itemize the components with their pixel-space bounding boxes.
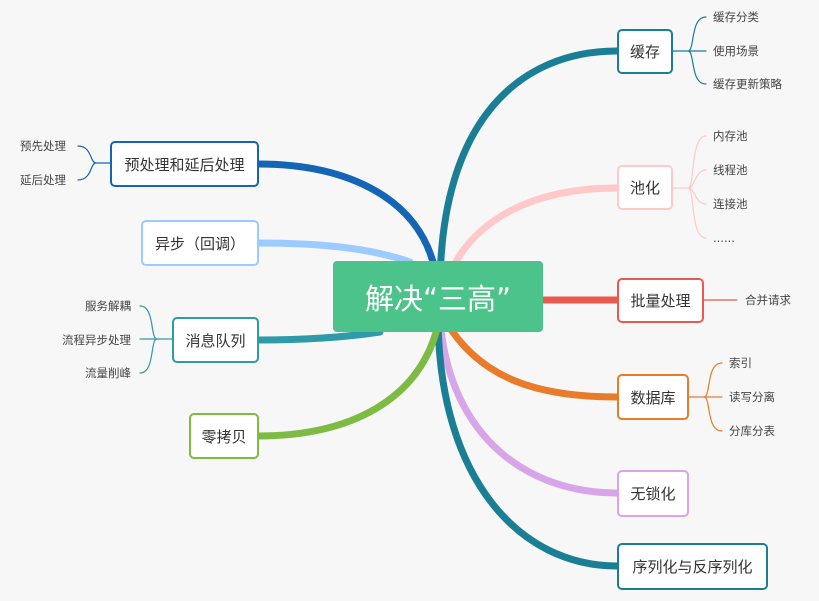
subtopic-async-flow[interactable]: 流程异步处理 [62, 333, 131, 347]
branch-async [254, 239, 414, 266]
bracket-mq [139, 305, 173, 374]
subtopic-more[interactable]: ...... [713, 231, 735, 245]
topic-lock-free[interactable]: 无锁化 [617, 470, 689, 517]
subtopic-connection-pool[interactable]: 连接池 [713, 197, 748, 211]
topic-cache[interactable]: 缓存 [617, 29, 673, 74]
subtopic-decoupling[interactable]: 服务解耦 [85, 299, 131, 313]
branch-lockfree [436, 316, 621, 497]
topic-pooling[interactable]: 池化 [617, 165, 673, 210]
subtopic-cache-types[interactable]: 缓存分类 [713, 10, 759, 24]
subtopic-cache-update[interactable]: 缓存更新策略 [713, 77, 782, 91]
topic-serialization[interactable]: 序列化与反序列化 [617, 543, 768, 590]
branch-mq [254, 328, 384, 344]
subtopic-use-cases[interactable]: 使用场景 [713, 44, 759, 58]
topic-message-queue[interactable]: 消息队列 [172, 317, 259, 363]
branch-cache [436, 47, 621, 294]
subtopic-merge-requests[interactable]: 合并请求 [745, 293, 791, 307]
subtopic-rw-split[interactable]: 读写分离 [729, 390, 775, 404]
branch-zerocopy [254, 321, 442, 440]
bracket-database [687, 362, 723, 432]
bracket-preprocess [77, 145, 111, 181]
topic-async[interactable]: 异步（回调） [141, 220, 259, 266]
branch-serialization [434, 316, 621, 570]
subtopic-peak-shaving[interactable]: 流量削峰 [85, 366, 131, 380]
topic-zero-copy[interactable]: 零拷贝 [189, 413, 259, 459]
subtopic-thread-pool[interactable]: 线程池 [713, 163, 748, 177]
branch-pooling [441, 184, 621, 289]
branch-database [441, 316, 621, 401]
subtopic-memory-pool[interactable]: 内存池 [713, 129, 748, 143]
topic-preprocess[interactable]: 预处理和延后处理 [110, 141, 259, 187]
subtopic-preprocess-first[interactable]: 预先处理 [20, 139, 66, 153]
branch-preprocess [254, 160, 439, 274]
subtopic-defer[interactable]: 延后处理 [20, 173, 66, 187]
central-topic[interactable]: 解决“三高” [333, 261, 543, 332]
bracket-pooling [671, 135, 707, 239]
bracket-cache [671, 16, 707, 85]
topic-batch[interactable]: 批量处理 [617, 278, 704, 323]
topic-database[interactable]: 数据库 [617, 374, 689, 420]
subtopic-index[interactable]: 索引 [729, 356, 752, 370]
subtopic-sharding[interactable]: 分库分表 [729, 424, 775, 438]
